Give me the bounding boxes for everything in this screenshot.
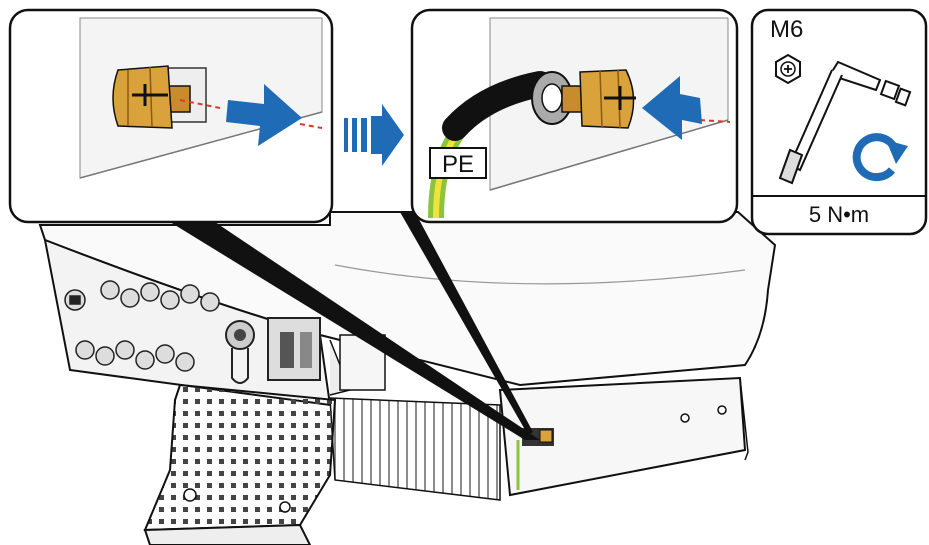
mounting-bracket — [143, 383, 337, 545]
insert-arrow-icon — [642, 76, 702, 140]
dc-connectors — [64, 280, 220, 372]
ac-terminal-block — [267, 317, 321, 381]
next-step-arrow — [344, 104, 404, 166]
zoom-callout-wedge — [400, 212, 533, 435]
socket-wrench-icon — [778, 60, 912, 185]
hex-bolt — [112, 65, 191, 129]
insert-arrow-icon — [226, 84, 302, 146]
pe-cable — [428, 71, 553, 219]
panel-pe-cable-connection — [410, 8, 739, 224]
bolt-size-label: M6 — [770, 16, 804, 43]
hex-bolt — [561, 69, 636, 129]
hex-bolt-icon — [775, 53, 801, 85]
comm-port — [225, 320, 255, 384]
inverter-body — [38, 211, 777, 545]
zoom-callout-wedge — [170, 212, 540, 440]
torque-label: 5 N•m — [808, 202, 870, 227]
clockwise-rotate-icon — [852, 133, 908, 182]
panel-bolt-removal — [8, 8, 334, 224]
panel-torque-spec — [750, 8, 928, 236]
pe-label: PE — [429, 147, 487, 179]
